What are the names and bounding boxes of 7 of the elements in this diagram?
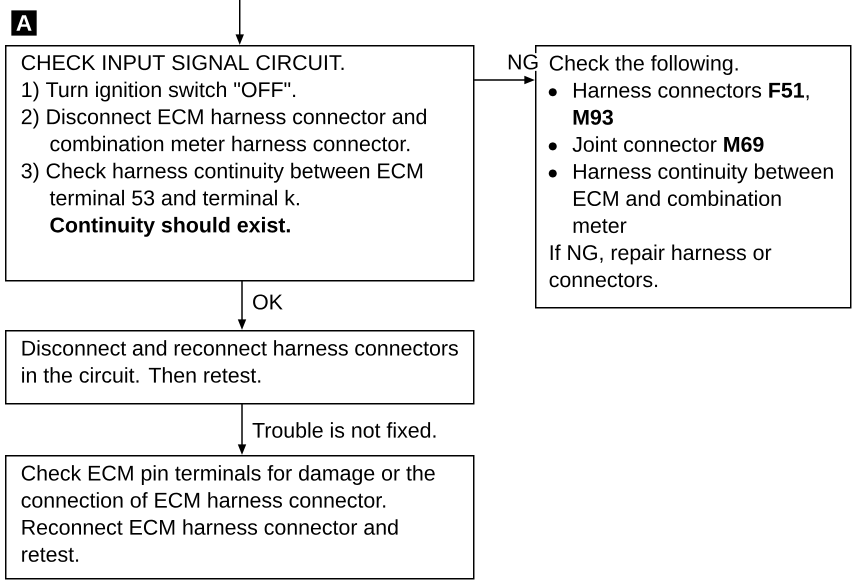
section-label: A	[11, 10, 37, 36]
process-box: Check ECM pin terminals for damage or the connection of ECM harness connector. Reconnect ECM harness connector and retest.	[5, 455, 474, 580]
edge-label: NG	[506, 53, 540, 71]
edge-label: Trouble is not fixed.	[250, 420, 439, 440]
process-box: CHECK INPUT SIGNAL CIRCUIT. 1) Turn ignition switch "OFF". 2) Disconnect ECM harness connector and combination meter harness connector. 3) Check harness continuity between ECM terminal 53 and terminal k. Continuity should exist.	[5, 45, 474, 282]
edge-label: OK	[250, 293, 284, 311]
process-box: Disconnect and reconnect harness connectors in the circuit. Then retest.	[5, 330, 474, 404]
